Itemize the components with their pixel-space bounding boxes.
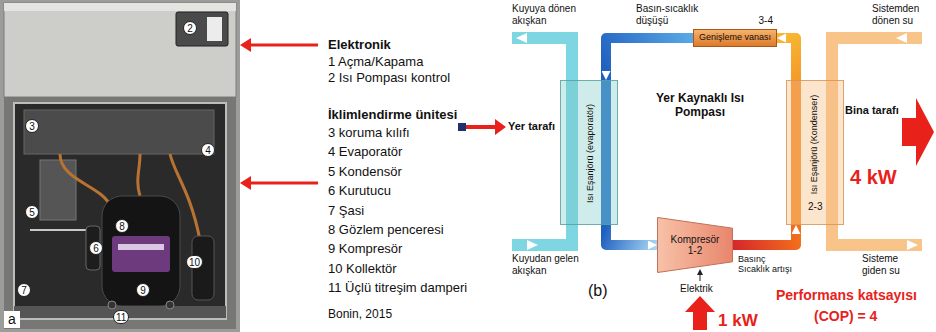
arrow-tail — [458, 123, 466, 131]
power-value: 4 kW — [850, 166, 897, 189]
compressor-body — [102, 196, 180, 306]
stage-number: 2-3 — [808, 201, 822, 213]
flow-label: Sistemden dönen su — [872, 3, 932, 26]
flow-arrow — [527, 240, 538, 250]
heat-output-arrow — [902, 98, 934, 166]
pointer-arrow — [249, 182, 318, 185]
refrigerant-loop — [606, 38, 796, 245]
copper-pipe — [138, 154, 140, 196]
heat-exchanger: Isı Eşanjörü (evaporatör) — [560, 80, 618, 225]
process-label: Basın-sıcaklık düşüşü — [636, 3, 716, 26]
arrow-head — [495, 119, 506, 135]
flow-label: Kuyuya dönen akışkan — [512, 3, 592, 26]
part-item: 8 Gözlem penceresi — [328, 223, 444, 238]
damper — [166, 301, 174, 309]
pointer-arrow — [466, 125, 497, 129]
diagram-title: Yer Kaynaklı Isı Pompası — [648, 92, 752, 120]
cabinet-lid — [4, 3, 236, 97]
pointer-arrows — [240, 38, 506, 190]
list-heading: İklimlendirme ünitesi — [328, 108, 457, 123]
part-item: 9 Kompresör — [328, 242, 402, 257]
side-label: Bina tarafı — [845, 104, 899, 117]
heat-exchanger: Isı Eşanjörü (Kondenser) 2-3 — [786, 80, 844, 225]
callout-number: 9 — [136, 283, 150, 297]
cop-label: (COP) = 4 — [814, 308, 877, 324]
flow-arrow — [907, 240, 918, 250]
damper — [108, 301, 116, 309]
callout-number: 2 — [183, 21, 197, 35]
arrow-head — [240, 176, 251, 190]
process-label: Basınç Sıcaklık artışı — [738, 254, 796, 275]
part-item: 7 Şasi — [328, 204, 364, 219]
part-item: 2 Isı Pompası kontrol — [328, 71, 450, 86]
callout-number: 6 — [89, 241, 103, 255]
control-panel — [176, 12, 228, 46]
expansion-valve: 3-4Genişleme vanası — [693, 29, 777, 47]
compressor-outline — [658, 218, 733, 273]
photo-ground — [0, 0, 240, 332]
callout-number: 4 — [201, 143, 215, 157]
callout-number: 11 — [113, 310, 129, 324]
refrigerant-pipe — [606, 38, 693, 80]
part-item: 6 Kurutucu — [328, 184, 391, 199]
refrigerant-pipe — [733, 225, 796, 245]
callout-number: 10 — [186, 255, 203, 269]
lid-edge — [4, 3, 236, 11]
part-item: 4 Evaporatör — [328, 145, 402, 160]
part-item: 1 Açma/Kapama — [328, 55, 423, 70]
callout-number: 7 — [17, 283, 31, 297]
copper-pipe — [60, 154, 110, 205]
callout-number: 3 — [25, 119, 39, 133]
pipe — [30, 229, 86, 231]
stage-number: 3-4 — [759, 15, 773, 26]
part-item: 11 Üçlü titreşim damperi — [328, 281, 467, 296]
unit-photo — [0, 0, 240, 332]
node-label: Genişleme vanası — [699, 32, 771, 42]
part-item: 10 Kollektör — [328, 262, 397, 277]
exchanger-block — [40, 160, 76, 220]
arrow-head — [697, 269, 703, 275]
panel-letter: a — [4, 311, 20, 328]
pointer-arrow — [249, 44, 318, 47]
cop-label: Performans katsayısı — [776, 287, 917, 303]
refrigerant-pipe — [777, 38, 796, 80]
compressor-sticker — [112, 236, 170, 272]
flow-arrow — [896, 33, 907, 43]
part-item: 3 koruma kılıfı — [328, 126, 410, 141]
callout-number: 5 — [25, 205, 39, 219]
input-label: Elektrik — [680, 283, 713, 295]
power-input-arrow — [685, 296, 715, 330]
node-label: Isı Eşanjörü (Kondenser) — [809, 95, 820, 195]
sticker-band — [118, 244, 164, 250]
flow-arrow — [516, 33, 527, 43]
plate-exchanger — [24, 110, 214, 154]
compressor: Kompresör1-2 — [657, 217, 733, 273]
cabinet-interior — [14, 103, 226, 319]
node-label: Isı Eşanjörü (evaporatör) — [585, 104, 596, 203]
electric-arrow — [700, 275, 701, 281]
node-label: Kompresör — [671, 234, 720, 246]
flow-label: Sisteme giden su — [862, 253, 922, 276]
source-note: Bonin, 2015 — [328, 308, 392, 322]
list-heading: Elektronik — [328, 38, 391, 53]
node-label: 1-2 — [688, 245, 702, 257]
flow-label: Kuyudan gelen akışkan — [512, 253, 592, 276]
refrigerant-pipe — [606, 225, 657, 245]
panel-letter: (b) — [588, 282, 608, 300]
power-value: 1 kW — [718, 311, 758, 331]
arrow-head — [240, 38, 251, 52]
control-display — [207, 17, 222, 41]
side-label: Yer tarafı — [508, 120, 555, 133]
part-item: 5 Kondensör — [328, 165, 402, 180]
callout-number: 8 — [115, 219, 129, 233]
cabinet-body — [4, 97, 236, 329]
water-circuits — [512, 33, 922, 250]
